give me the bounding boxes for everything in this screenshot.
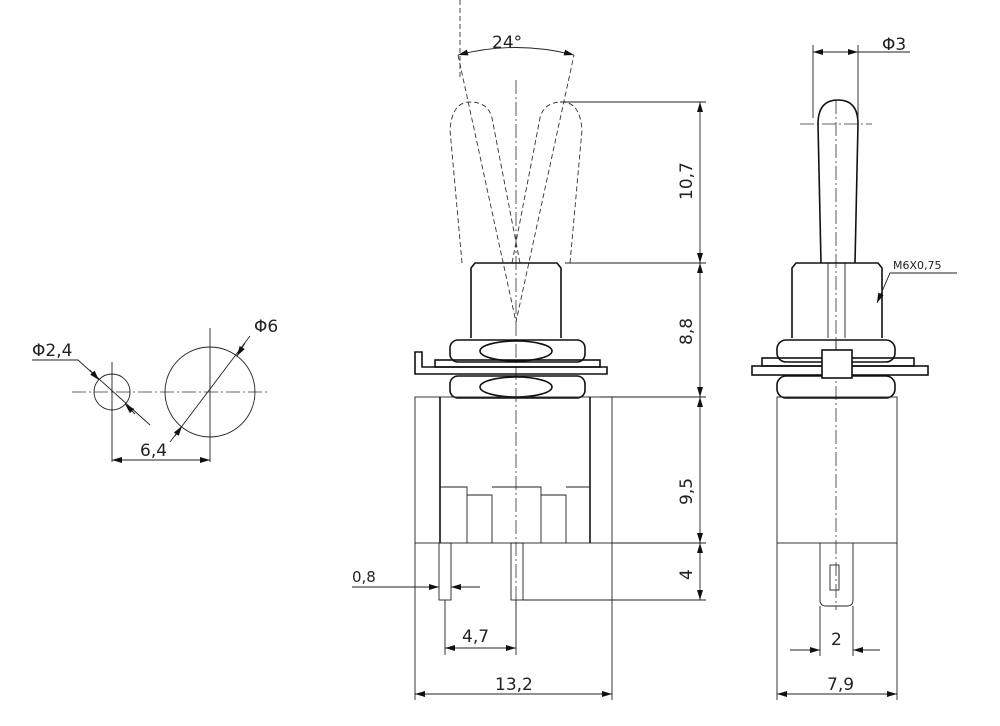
large-hole — [164, 346, 256, 438]
lever — [817, 99, 859, 264]
dim-angle: 24° — [492, 33, 522, 53]
dim-pin-length: 4 — [677, 569, 697, 580]
dim-pin-pitch: 4,7 — [462, 627, 489, 647]
dim-lever-height: 10,7 — [677, 162, 697, 200]
pin-center — [510, 542, 524, 601]
dim-body-width: 13,2 — [495, 675, 533, 695]
dim-body-depth: 7,9 — [827, 675, 854, 695]
side-view: Φ3 M6X0,75 2 7,9 — [751, 35, 957, 700]
front-view: 10,7 8,8 9,5 4 24° 0,8 4,7 13,2 — [352, 0, 706, 700]
dim-bushing-height: 8,8 — [677, 318, 697, 345]
dim-hole-large: Φ6 — [254, 317, 278, 337]
pin-left — [438, 542, 452, 601]
small-hole — [93, 373, 131, 411]
dim-pin-width: 0,8 — [352, 568, 376, 586]
dim-terminal-width: 2 — [831, 630, 842, 650]
dim-hole-small: Φ2,4 — [32, 341, 72, 361]
dim-thread: M6X0,75 — [893, 259, 942, 272]
lower-nut — [449, 375, 586, 399]
dim-hole-spacing: 6,4 — [140, 441, 167, 461]
upper-nut — [449, 339, 586, 363]
switch-body — [414, 396, 613, 544]
switch-body-side — [776, 396, 898, 544]
dim-body-height: 9,5 — [677, 478, 697, 505]
dim-lever-diameter: Φ3 — [882, 35, 906, 55]
terminal — [819, 543, 854, 607]
panel-cutout-view: Φ2,4 Φ6 6,4 — [32, 317, 278, 463]
